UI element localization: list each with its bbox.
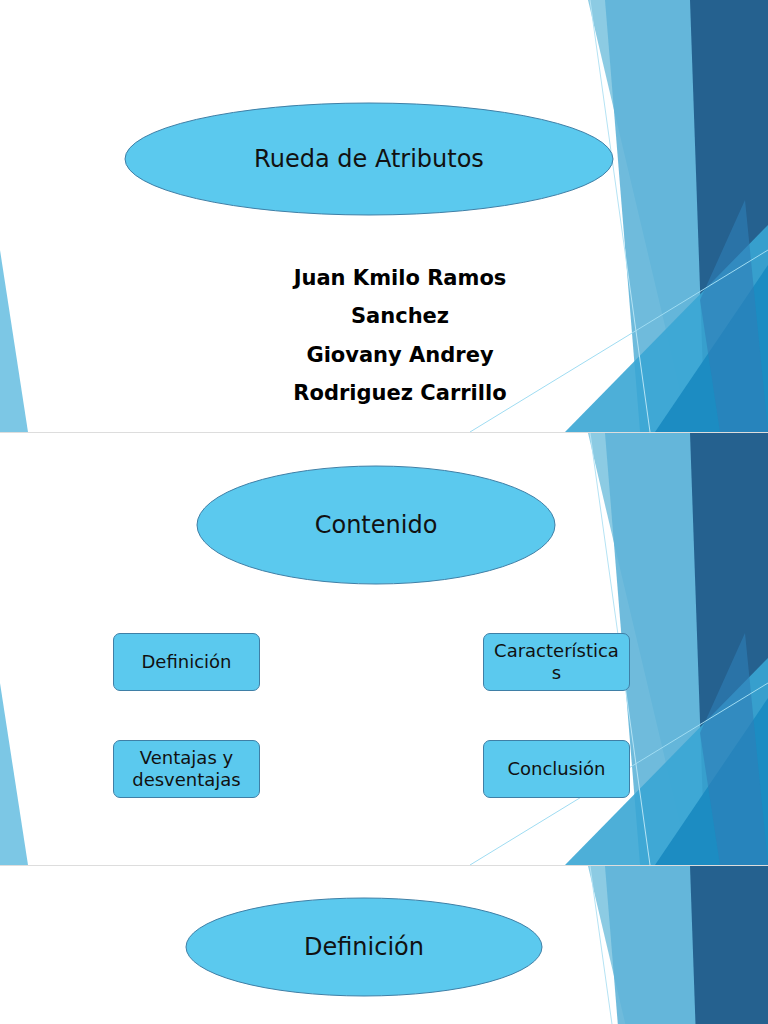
heading-ellipse: Definición <box>185 897 543 997</box>
node-text: Definición <box>142 651 232 674</box>
node-text: Conclusión <box>507 758 605 781</box>
node-text: Definición <box>304 932 424 962</box>
node-text: Rueda de Atributos <box>254 144 484 174</box>
author-name: Giovany Andrey Rodriguez Carrillo <box>255 336 545 412</box>
title-ellipse: Rueda de Atributos <box>124 102 614 216</box>
content-box: Ventajas y desventajas <box>113 740 260 798</box>
node-text: Contenido <box>315 510 438 540</box>
node-text: Características <box>492 640 621 685</box>
author-name: Juan Kmilo Ramos Sanchez <box>255 259 545 335</box>
content-box: Conclusión <box>483 740 630 798</box>
node-text: Ventajas y desventajas <box>122 747 251 792</box>
content-box: Características <box>483 633 630 691</box>
content-box: Definición <box>113 633 260 691</box>
heading-ellipse: Contenido <box>196 465 556 585</box>
